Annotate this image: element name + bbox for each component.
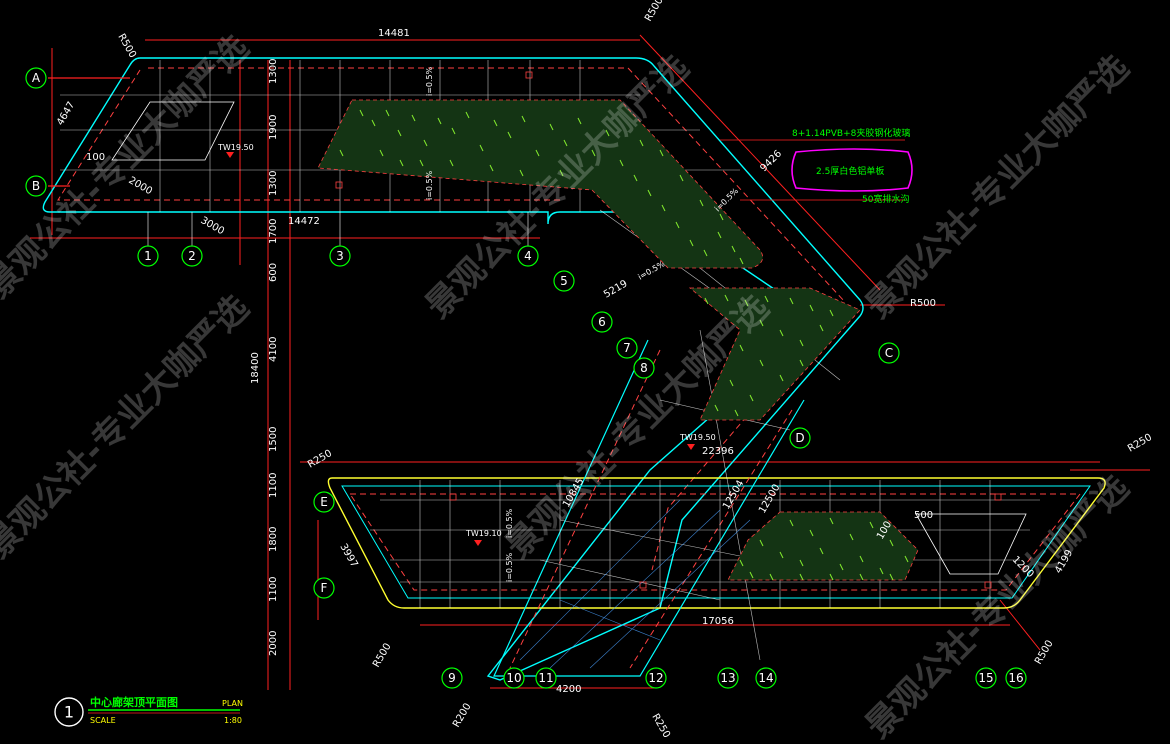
grid-axis-d: D — [795, 431, 804, 445]
grid-axis-16: 16 — [1008, 671, 1023, 685]
watermark: 景观公社-专业大咖严选 — [858, 468, 1137, 744]
elevation-label: TW19.50 — [679, 433, 716, 442]
dim-v-1500: 1500 — [268, 427, 279, 452]
dim-22396: 22396 — [702, 446, 734, 457]
slope-label: i=0.5% — [425, 170, 434, 200]
note-glass: 8+1.14PVB+8夹胶钢化玻璃 — [792, 127, 910, 139]
grid-axis-b: B — [32, 179, 40, 193]
watermark: 景观公社-专业大咖严选 — [498, 288, 777, 567]
note-panel: 2.5厚白色铝单板 — [816, 165, 884, 177]
grid-axis-c: C — [885, 346, 893, 360]
canopy-structure — [30, 34, 1150, 690]
slope-label: i=0.5% — [505, 552, 514, 582]
grid-axis-3: 3 — [336, 249, 344, 263]
dim-3997: 3997 — [337, 542, 359, 570]
drawing-number: 1 — [64, 703, 74, 722]
slope-label: i=0.5% — [505, 508, 514, 538]
dim-100: 100 — [86, 152, 105, 163]
slope-label: i=0.5% — [425, 66, 434, 96]
dim-radius-bottom-right: R500 — [1033, 638, 1056, 666]
grid-axis-7: 7 — [623, 341, 631, 355]
dim-radius-top-left: R500 — [115, 32, 138, 60]
material-callout-cloud — [791, 148, 913, 192]
dim-top-length: 14481 — [378, 28, 410, 39]
dim-v-18400: 18400 — [250, 352, 261, 384]
dim-v-600: 600 — [268, 263, 279, 282]
elevation-label: TW19.50 — [217, 143, 254, 152]
material-notes: 8+1.14PVB+8夹胶钢化玻璃 2.5厚白色铝单板 50宽排水沟 — [792, 127, 910, 205]
dim-v-1300b: 1300 — [268, 171, 279, 196]
dim-12504: 12504 — [721, 478, 746, 511]
dim-17056: 17056 — [702, 616, 734, 627]
grid-axis-15: 15 — [978, 671, 993, 685]
scale-value: 1:80 — [224, 716, 242, 725]
grid-axis-13: 13 — [720, 671, 735, 685]
dim-radius-mid-left: R250 — [306, 448, 334, 471]
grid-axis-10: 10 — [506, 671, 521, 685]
dim-v-1100b: 1100 — [268, 577, 279, 602]
dim-12500: 12500 — [757, 482, 782, 515]
grid-axis-e: E — [320, 495, 328, 509]
slope-label: i=0.5% — [637, 259, 667, 282]
dim-9426: 9426 — [758, 148, 784, 174]
scale-label: SCALE — [90, 716, 116, 725]
dim-v-1100a: 1100 — [268, 473, 279, 498]
dim-radius-bottom-a: R200 — [451, 701, 474, 729]
watermark: 景观公社-专业大咖严选 — [0, 288, 257, 567]
dim-radius-right: R500 — [910, 298, 936, 309]
dim-4647: 4647 — [55, 100, 77, 128]
dim-top-inner: 14472 — [288, 216, 320, 227]
grid-axis-6: 6 — [598, 315, 606, 329]
dim-v-2000: 2000 — [268, 631, 279, 656]
drawing-title: 中心廊架顶平面图 — [90, 695, 178, 709]
grid-axis-a: A — [32, 71, 41, 85]
grid-axis-labels: A B C D E F 1 2 3 4 5 6 7 8 9 10 11 12 1… — [32, 71, 1024, 685]
title-block: 1 中心廊架顶平面图 PLAN SCALE 1:80 — [54, 695, 243, 727]
grid-axis-12: 12 — [648, 671, 663, 685]
grid-axis-9: 9 — [448, 671, 456, 685]
dim-radius-top-right: R500 — [643, 0, 666, 23]
grid-axis-14: 14 — [758, 671, 773, 685]
dim-5219: 5219 — [602, 278, 630, 300]
elevation-label: TW19.10 — [465, 529, 502, 538]
dim-v-1700: 1700 — [268, 219, 279, 244]
grid-axis-callouts — [25, 67, 1027, 689]
grid-axis-f: F — [321, 581, 328, 595]
watermark: 景观公社-专业大咖严选 — [858, 48, 1137, 327]
grid-axis-5: 5 — [560, 274, 568, 288]
grid-axis-1: 1 — [144, 249, 152, 263]
dim-v-1300a: 1300 — [268, 59, 279, 84]
dim-radius-bottom-left: R500 — [371, 641, 394, 669]
grid-axis-4: 4 — [524, 249, 532, 263]
dim-radius-bottom-b: R250 — [649, 712, 672, 740]
dim-radius-mid-right: R250 — [1126, 432, 1154, 455]
grid-axis-11: 11 — [538, 671, 553, 685]
slope-label: i=0.5% — [713, 186, 740, 213]
grid-axis-8: 8 — [640, 361, 648, 375]
plan-label: PLAN — [222, 699, 243, 708]
grid-axis-2: 2 — [188, 249, 196, 263]
dim-v-1900: 1900 — [268, 115, 279, 140]
dim-4200: 4200 — [556, 684, 581, 695]
dim-3000: 3000 — [199, 215, 227, 237]
dim-500: 500 — [914, 510, 933, 521]
note-gutter: 50宽排水沟 — [862, 193, 909, 205]
dim-v-1800: 1800 — [268, 527, 279, 552]
dim-v-4100: 4100 — [268, 337, 279, 362]
